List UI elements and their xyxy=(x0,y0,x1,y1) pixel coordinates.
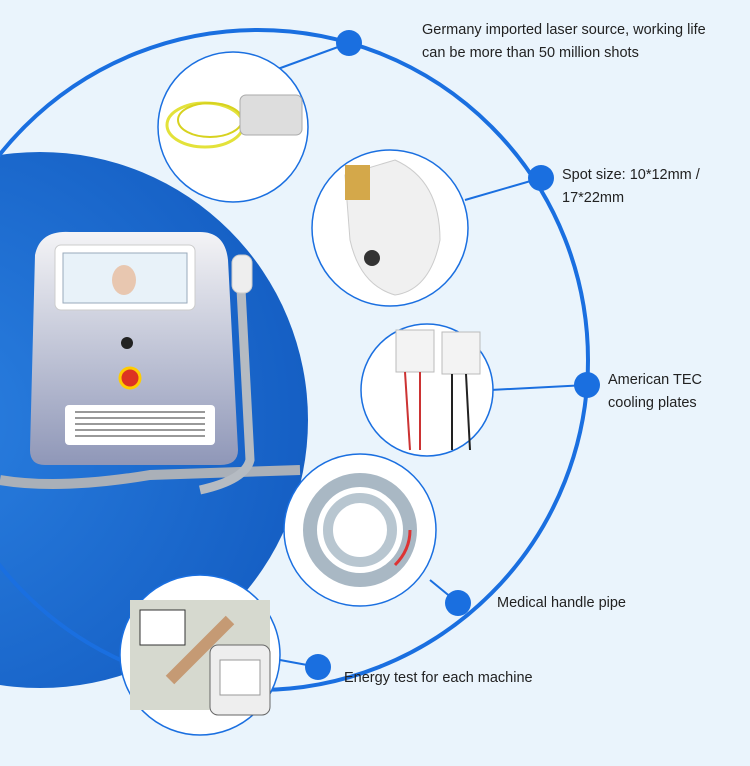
feature-text: Germany imported laser source, working l… xyxy=(422,22,706,38)
feature-text: Energy test for each machine xyxy=(344,670,533,686)
feature-text: Medical handle pipe xyxy=(497,595,626,611)
feature-text: cooling plates xyxy=(608,395,697,411)
feature-label-energy-test: Energy test for each machine xyxy=(344,667,533,690)
laser-device xyxy=(0,231,301,495)
feature-text: Spot size: 10*12mm / xyxy=(562,167,700,183)
feature-text: American TEC xyxy=(608,372,703,388)
feature-label-laser-source: Germany imported laser source, working l… xyxy=(422,19,706,65)
laser-source-image xyxy=(157,51,309,203)
feature-label-spot-size: Spot size: 10*12mm / 17*22mm xyxy=(562,164,700,210)
feature-dot-1 xyxy=(336,30,362,56)
feature-dot-3 xyxy=(574,372,600,398)
feature-text: 17*22mm xyxy=(562,190,625,206)
feature-dot-4 xyxy=(445,590,471,616)
feature-text: can be more than 50 million shots xyxy=(422,45,639,61)
feature-label-handle-pipe: Medical handle pipe xyxy=(497,592,626,615)
feature-dot-5 xyxy=(305,654,331,680)
feature-label-tec: American TEC cooling plates xyxy=(608,369,702,415)
feature-dot-2 xyxy=(528,165,554,191)
